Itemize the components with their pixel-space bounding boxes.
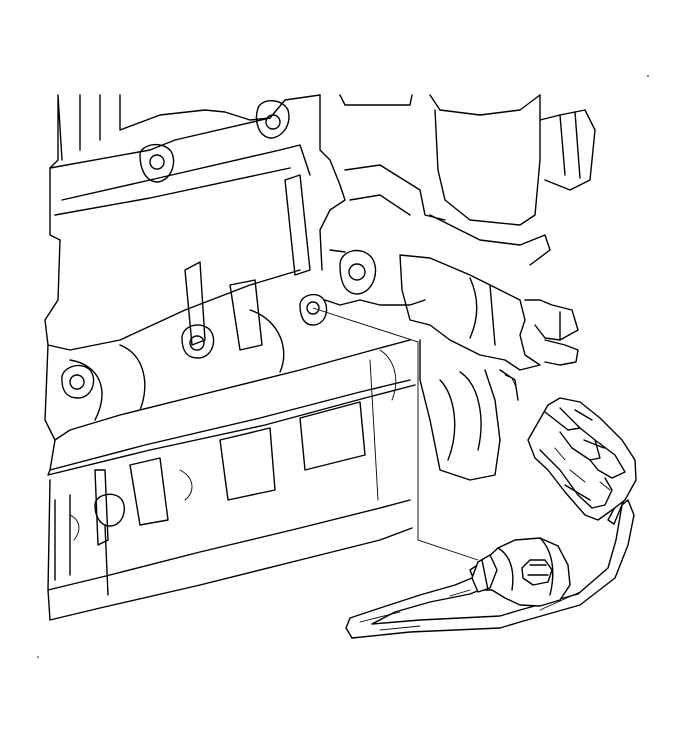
head-bolt-1: [139, 143, 175, 183]
sensor-bolt: [521, 559, 553, 586]
stray-mark-2: [37, 656, 39, 658]
bell-housing: [319, 94, 596, 481]
sensor-connector: [527, 397, 637, 521]
block-boss: [94, 493, 126, 596]
deck-bolt-3: [299, 293, 328, 326]
sensor-body: [469, 537, 571, 607]
stray-mark-1: [647, 75, 649, 77]
sensor-harness: [345, 499, 635, 639]
housing-boss: [339, 249, 377, 295]
guide-lines: [312, 307, 479, 561]
knock-sensor: [345, 397, 637, 639]
head-bolt-2: [255, 100, 290, 139]
deck-bolt-1: [61, 364, 95, 399]
deck-bolt-2: [181, 324, 215, 359]
engine-block: [44, 94, 416, 621]
